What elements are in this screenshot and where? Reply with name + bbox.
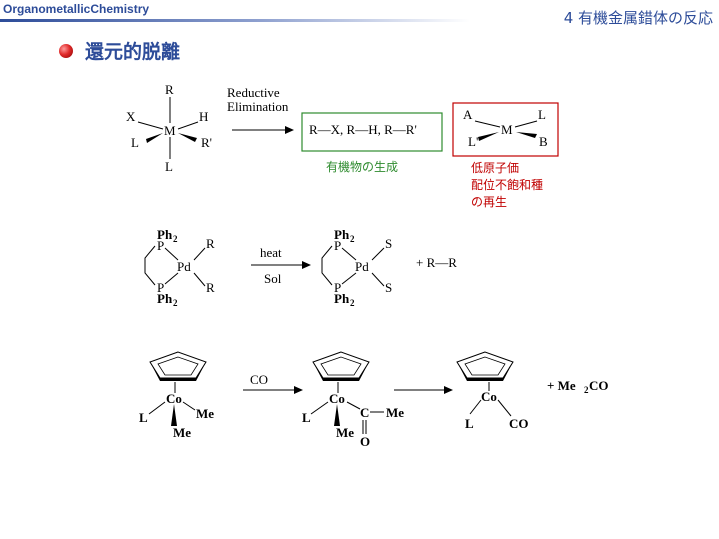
carbonyl-ligand: CO (509, 416, 529, 431)
complex-atom-metal: M (501, 122, 513, 137)
arrow-label-co: CO (250, 372, 268, 387)
arrow-label-heat: heat (260, 245, 282, 260)
course-title: OrganometallicChemistry (3, 2, 150, 16)
arrow-label-line1: Reductive (227, 85, 280, 100)
ph-bottom: Ph (157, 291, 173, 306)
bullet-icon (59, 43, 73, 58)
complex-caption-line2: 配位不飽和種 (471, 177, 543, 192)
atom-r-top: R (165, 82, 174, 97)
pd-dppe-solvento: Ph 2 P Pd P Ph 2 S S (321, 227, 392, 308)
arrow-label-sol: Sol (264, 271, 282, 286)
complex-atom-a: A (463, 107, 473, 122)
cp-co-acyl: Co L C Me O Me (302, 351, 404, 449)
metal-pd-2: Pd (355, 259, 369, 274)
ph-top-2-sub: 2 (350, 234, 355, 244)
acyl-c: C (360, 405, 369, 420)
complex-box (452, 102, 559, 157)
products-text: R—X, R—H, R—R' (309, 122, 417, 137)
slide-title: 還元的脱離 (85, 41, 181, 63)
complex-atom-l-top: L (538, 107, 546, 122)
cp-co-carbonyl: Co L CO (456, 351, 529, 431)
byproduct-r-r: + R—R (416, 255, 457, 270)
ligand-l-2: L (302, 410, 311, 425)
complex-atom-b: B (539, 134, 548, 149)
p-top-2: P (334, 238, 341, 253)
co-metal-3: Co (481, 389, 497, 404)
ph-bottom-2: Ph (334, 291, 350, 306)
products-caption: 有機物の生成 (326, 159, 398, 174)
s1: S (385, 236, 392, 251)
ligand-l-3: L (465, 416, 474, 431)
p-bottom: P (157, 280, 164, 295)
atom-l-bottom: L (165, 159, 173, 174)
co-metal-2: Co (329, 391, 345, 406)
co-metal-1: Co (166, 391, 182, 406)
complex-caption-line1: 低原子価 (471, 161, 519, 175)
low-valent-complex: A L M L' B (463, 107, 548, 149)
ligand-l-1: L (139, 410, 148, 425)
ph-bottom-sub: 2 (173, 298, 178, 308)
ph-top: Ph (157, 227, 173, 242)
me-1b: Me (173, 425, 191, 440)
me-1a: Me (196, 406, 214, 421)
cp-co-dimethyl: Co L Me Me (139, 351, 214, 440)
ph-top-2: Ph (334, 227, 350, 242)
acyl-o: O (360, 434, 370, 449)
pd-dppe-dialkyl: Ph 2 P Pd P Ph 2 R R (144, 227, 215, 308)
octahedral-complex: R X H M L R' L (126, 82, 212, 174)
byproduct-prefix: + Me (547, 378, 576, 393)
ph-top-sub: 2 (173, 234, 178, 244)
atom-metal: M (164, 123, 176, 138)
acyl-me: Me (386, 405, 404, 420)
byproduct-sub: 2 (584, 385, 589, 395)
byproduct-suffix: CO (589, 378, 609, 393)
complex-caption-line3: の再生 (471, 195, 507, 209)
products-box (301, 112, 443, 152)
ph-bottom-2-sub: 2 (350, 298, 355, 308)
metal-pd: Pd (177, 259, 191, 274)
p-bottom-2: P (334, 280, 341, 295)
p-top: P (157, 238, 164, 253)
atom-r-prime: R' (201, 135, 212, 150)
atom-h: H (199, 109, 208, 124)
r1: R (206, 236, 215, 251)
atom-x: X (126, 109, 136, 124)
header-divider (0, 19, 470, 22)
r2: R (206, 280, 215, 295)
slide-title-row: 還元的脱離 (59, 37, 180, 64)
me-2: Me (336, 425, 354, 440)
arrow-label-line2: Elimination (227, 99, 289, 114)
chapter-title: 4 有機金属錯体の反応 (563, 9, 713, 27)
complex-atom-l-left: L' (468, 134, 478, 149)
atom-l-left: L (131, 135, 139, 150)
acetone-byproduct: + Me 2 CO (547, 378, 609, 395)
s2: S (385, 280, 392, 295)
